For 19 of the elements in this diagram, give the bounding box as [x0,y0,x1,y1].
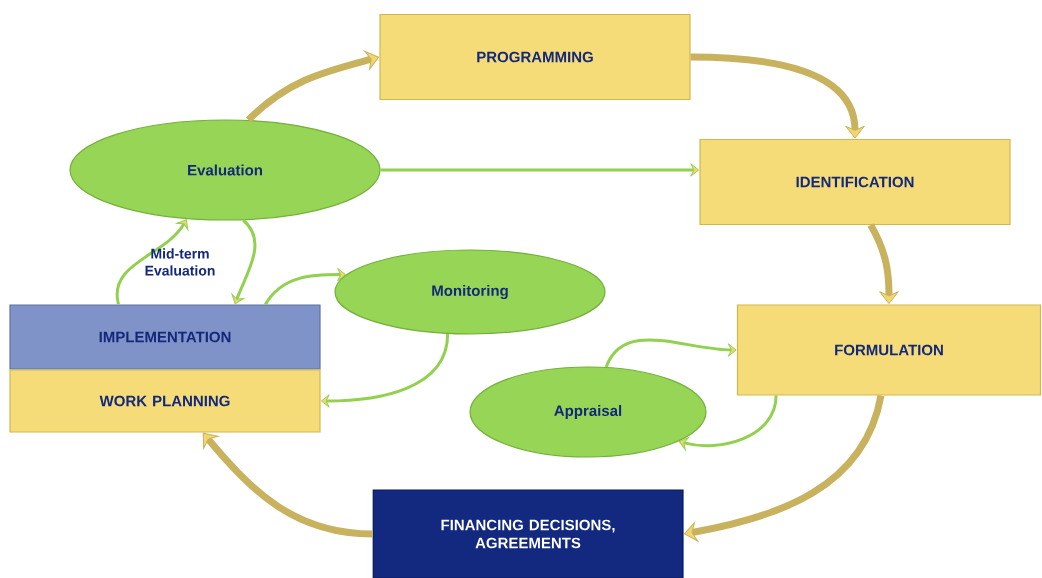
arrow [320,333,450,408]
arrow [678,395,778,451]
process-box: PROGRAMMING [379,13,691,101]
arrow [115,219,189,305]
process-box: IMPLEMENTATION [9,304,321,370]
process-box: IDENTIFICATION [699,138,1011,226]
arrow [690,53,865,139]
process-box: FINANCING DECISIONS, AGREEMENTS [372,489,684,578]
arrow [245,50,380,123]
arrow [604,338,737,368]
arrow [683,394,885,542]
arrow [202,432,373,538]
arrow [380,163,700,177]
arrow [231,219,257,305]
loop-label: Mid-term Evaluation [145,248,215,276]
process-box: FORMULATION [736,304,1042,396]
arrow [264,267,346,306]
process-box: WORK PLANNING [9,369,321,433]
arrow [867,223,899,305]
